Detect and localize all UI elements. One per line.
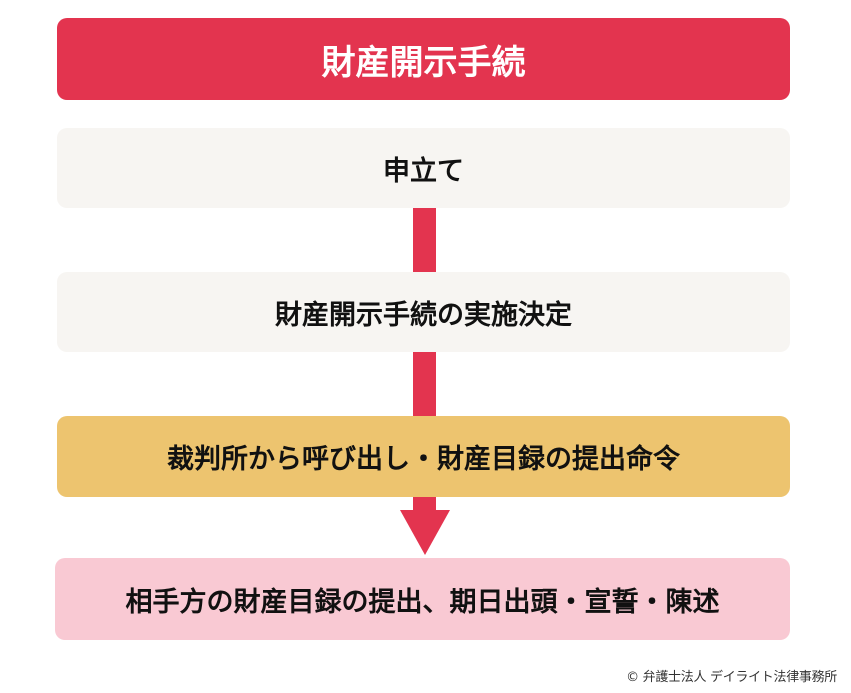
step-label: 裁判所から呼び出し・財産目録の提出命令 [167,444,680,475]
step-disclosure-hearing: 相手方の財産目録の提出、期日出頭・宣誓・陳述 [55,558,790,640]
step-label: 財産開示手続の実施決定 [275,299,572,331]
step-enforcement-decision: 財産開示手続の実施決定 [57,272,790,352]
arrow-down-icon [400,510,450,555]
flowchart-title: 財産開示手続 [57,18,790,100]
copyright-notice: © 弁護士法人 デイライト法律事務所 [626,670,837,685]
connector-bar [413,352,436,416]
step-label: 申立て [383,155,464,187]
step-court-summons: 裁判所から呼び出し・財産目録の提出命令 [57,416,790,497]
title-text: 財産開示手続 [321,42,526,83]
arrow-down-icon-stem [413,497,436,513]
step-application: 申立て [57,128,790,208]
connector-bar [413,208,436,272]
step-label: 相手方の財産目録の提出、期日出頭・宣誓・陳述 [125,586,720,618]
